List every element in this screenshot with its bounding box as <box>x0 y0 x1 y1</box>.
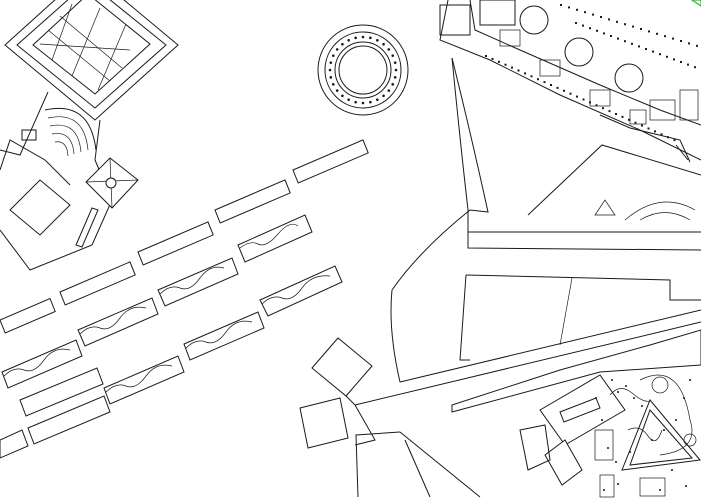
garden-beds <box>0 214 343 459</box>
central-axis <box>354 57 701 498</box>
colonnade-rows <box>0 139 369 334</box>
bottom-right-complex <box>451 329 701 498</box>
gatehouse-blocks <box>299 337 373 449</box>
bath-complex <box>439 0 701 163</box>
theatre-enclosure <box>0 91 113 271</box>
circular-rotunda <box>317 24 409 116</box>
square-pavilion <box>4 0 179 121</box>
pyramid-roof-building <box>85 157 139 209</box>
